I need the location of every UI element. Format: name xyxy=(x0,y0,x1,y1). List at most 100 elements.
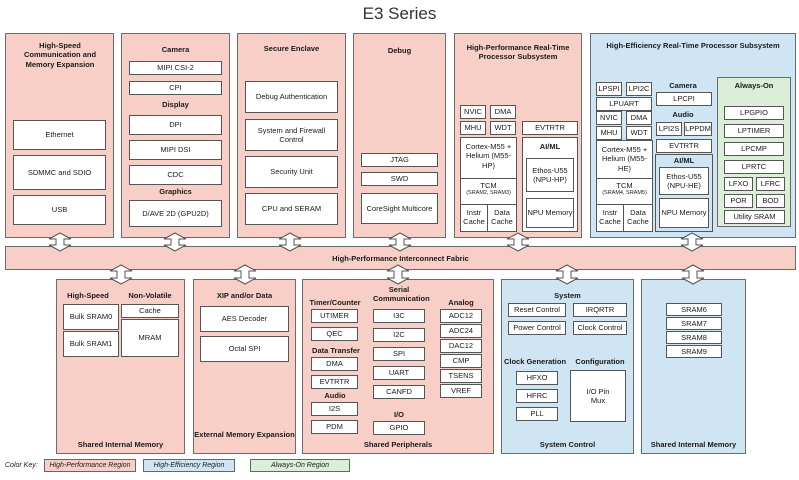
block-por: POR xyxy=(724,194,753,208)
heading-system: System xyxy=(554,291,581,300)
heading-debug: Debug xyxy=(387,46,412,55)
he-tcm-sub: (SRAM4, SRAM5) xyxy=(602,190,647,197)
fabric-label: High-Performance Interconnect Fabric xyxy=(332,253,469,263)
arrow-shared-memory-left xyxy=(109,264,133,285)
heading-xip: XIP and/or Data xyxy=(216,291,273,300)
block-lpcpi: LPCPI xyxy=(656,92,712,106)
heading-high-speed-mem: High-Speed xyxy=(67,291,109,300)
heading-timer-counter: Timer/Counter xyxy=(309,298,361,307)
he-npu: Ethos-U55 (NPU-HE) xyxy=(659,167,709,195)
block-cpi: CPI xyxy=(129,81,222,95)
region-secure-enclave: Secure Enclave Debug Authentication Syst… xyxy=(237,33,346,238)
block-pll: PLL xyxy=(516,407,558,421)
region-external-memory: XIP and/or Data AES Decoder Octal SPI Ex… xyxy=(193,279,296,454)
block-lprtc: LPRTC xyxy=(724,160,784,174)
block-utimer: UTIMER xyxy=(311,309,358,323)
arrow-shared-peripherals xyxy=(386,264,410,285)
block-he-dma: DMA xyxy=(626,111,652,125)
arrow-shared-memory-right xyxy=(681,264,705,285)
block-cpu-seram: CPU and SERAM xyxy=(245,193,338,225)
block-lfxo: LFXO xyxy=(724,177,753,191)
block-he-aiml: AI/ML Ethos-U55 (NPU-HE) NPU Memory xyxy=(655,154,713,232)
heading-io: I/O xyxy=(393,410,404,419)
heading-he-audio: Audio xyxy=(672,110,694,119)
block-he-cpu: Cortex-M55 + Helium (M55-HE) TCM (SRAM4,… xyxy=(596,140,653,232)
heading-analog: Analog xyxy=(448,298,474,307)
block-sram7: SRAM7 xyxy=(666,317,722,330)
block-lpgpio: LPGPIO xyxy=(724,106,784,120)
arrow-external-memory xyxy=(233,264,257,285)
heading-display: Display xyxy=(162,100,189,109)
footer-shared-memory-left: Shared Internal Memory xyxy=(77,440,164,449)
region-debug: Debug JTAG SWD CoreSight Multicore xyxy=(353,33,446,238)
hp-npu-memory: NPU Memory xyxy=(526,198,574,228)
block-jtag: JTAG xyxy=(361,153,438,167)
hp-npu: Ethos-U55 (NPU-HP) xyxy=(526,158,574,192)
block-mipi-csi2: MIPI CSI-2 xyxy=(129,61,222,75)
block-irqrtr: IRQRTR xyxy=(573,303,627,317)
arrow-hp-subsystem xyxy=(506,232,530,252)
block-octal-spi: Octal SPI xyxy=(200,336,289,362)
block-bulk-sram1: Bulk SRAM1 xyxy=(63,331,119,357)
block-hfxo: HFXO xyxy=(516,371,558,385)
block-tsens: TSENS xyxy=(440,369,482,383)
block-hp-evtrtr: EVTRTR xyxy=(522,121,578,135)
arrow-he-subsystem xyxy=(680,232,704,252)
block-mipi-dsi: MIPI DSI xyxy=(129,140,222,160)
region-hp-subsystem: High-Performance Real-Time Processor Sub… xyxy=(454,33,582,238)
he-instr-cache: Instr Cache xyxy=(597,204,624,231)
footer-system-control: System Control xyxy=(539,440,596,449)
hp-data-cache: Data Cache xyxy=(488,204,516,231)
block-lppdm: LPPDM xyxy=(684,122,712,136)
block-he-nvic: NVIC xyxy=(596,111,622,125)
heading-hp-subsystem: High-Performance Real-Time Processor Sub… xyxy=(466,43,570,62)
block-lpi2s: LPI2S xyxy=(656,122,682,136)
block-pdm: PDM xyxy=(311,420,358,434)
hp-cpu-label: Cortex-M55 + Helium (M55-HP) xyxy=(465,142,512,170)
block-sdmmc-sdio: SDMMC and SDIO xyxy=(13,155,106,190)
block-sram9: SRAM9 xyxy=(666,345,722,358)
block-bulk-sram0: Bulk SRAM0 xyxy=(63,304,119,330)
heading-data-transfer: Data Transfer xyxy=(312,346,360,355)
block-io-pin-mux: I/O Pin Mux xyxy=(570,370,626,422)
heading-configuration: Configuration xyxy=(575,357,625,366)
heading-clock-generation: Clock Generation xyxy=(503,357,567,366)
heading-he-camera: Camera xyxy=(669,81,697,90)
block-hp-cpu: Cortex-M55 + Helium (M55-HP) TCM (SRAM2,… xyxy=(460,137,517,232)
block-mram: MRAM xyxy=(121,319,179,357)
footer-shared-memory-right: Shared Internal Memory xyxy=(650,440,737,449)
block-i3c: I3C xyxy=(373,309,425,323)
block-periph-evtrtr: EVTRTR xyxy=(311,375,358,389)
block-periph-dma: DMA xyxy=(311,357,358,371)
region-shared-memory-left: High-Speed Non-Volatile Bulk SRAM0 Bulk … xyxy=(56,279,185,454)
heading-high-speed-communication: High-Speed Communication and Memory Expa… xyxy=(23,41,97,69)
block-adc12: ADC12 xyxy=(440,309,482,323)
block-uart: UART xyxy=(373,366,425,380)
block-usb: USB xyxy=(13,195,106,225)
block-dac12: DAC12 xyxy=(440,339,482,353)
heading-graphics: Graphics xyxy=(159,187,192,196)
footer-external-memory: External Memory Expansion xyxy=(194,430,295,439)
diagram-title: E3 Series xyxy=(362,4,437,23)
block-canfd: CANFD xyxy=(373,385,425,399)
region-camera-display: Camera MIPI CSI-2 CPI Display DPI MIPI D… xyxy=(121,33,230,238)
block-he-mhu: MHU xyxy=(596,126,622,140)
he-tcm-label: TCM xyxy=(616,181,633,190)
block-gpio: GPIO xyxy=(373,421,425,435)
block-lpcmp: LPCMP xyxy=(724,142,784,156)
block-bod: BOD xyxy=(756,194,785,208)
footer-shared-peripherals: Shared Peripherals xyxy=(363,440,433,449)
block-hp-mhu: MHU xyxy=(460,121,486,135)
he-aiml-label: AI/ML xyxy=(673,156,695,165)
he-cpu-label: Cortex-M55 + Helium (M55-HE) xyxy=(601,145,648,173)
block-hp-aiml: AI/ML Ethos-U55 (NPU-HP) NPU Memory xyxy=(522,137,578,232)
block-cdc: CDC xyxy=(129,165,222,185)
block-dpi: DPI xyxy=(129,115,222,135)
he-npu-memory: NPU Memory xyxy=(659,198,709,228)
block-utility-sram: Utility SRAM xyxy=(724,210,785,224)
block-clock-control: Clock Control xyxy=(573,321,627,335)
block-lpspi: LPSPI xyxy=(596,82,622,96)
block-adc24: ADC24 xyxy=(440,324,482,338)
block-power-control: Power Control xyxy=(508,321,566,335)
